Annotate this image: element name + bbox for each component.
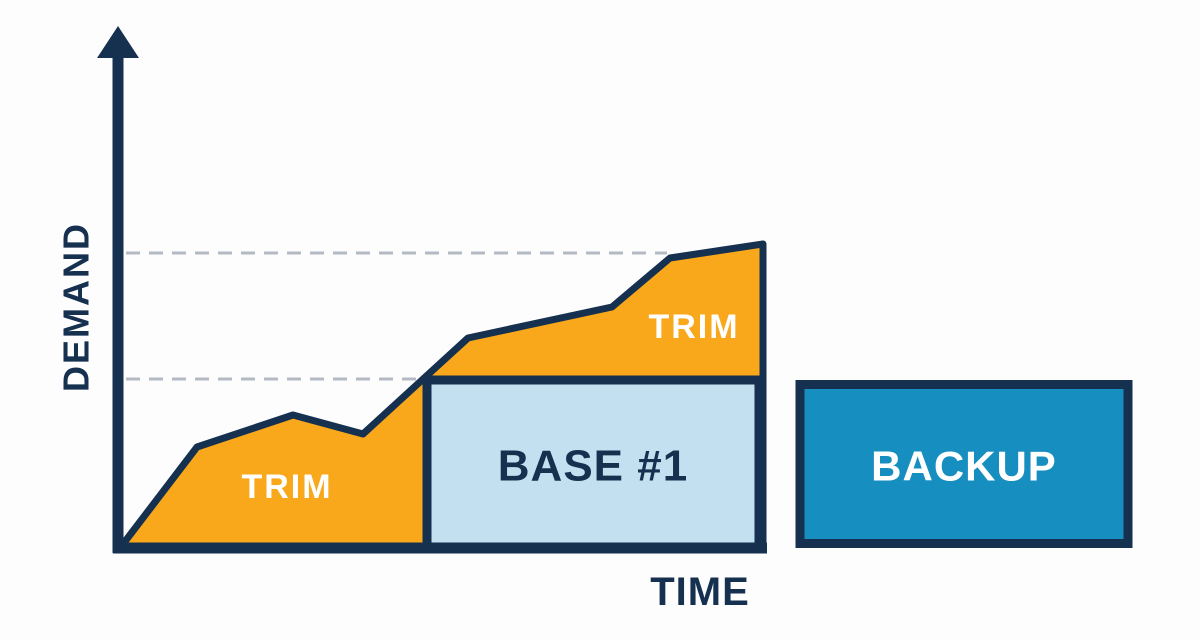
base-block xyxy=(422,375,764,553)
base-block-label: BASE #1 xyxy=(498,442,688,491)
backup-block xyxy=(795,380,1133,548)
trim-label-upper: TRIM xyxy=(648,308,739,346)
x-axis-label: TIME xyxy=(650,570,750,614)
y-axis-arrow-icon xyxy=(97,26,139,58)
trim-label-lower: TRIM xyxy=(241,468,332,506)
y-axis-label: DEMAND xyxy=(56,222,97,392)
backup-block-label: BACKUP xyxy=(871,443,1057,490)
